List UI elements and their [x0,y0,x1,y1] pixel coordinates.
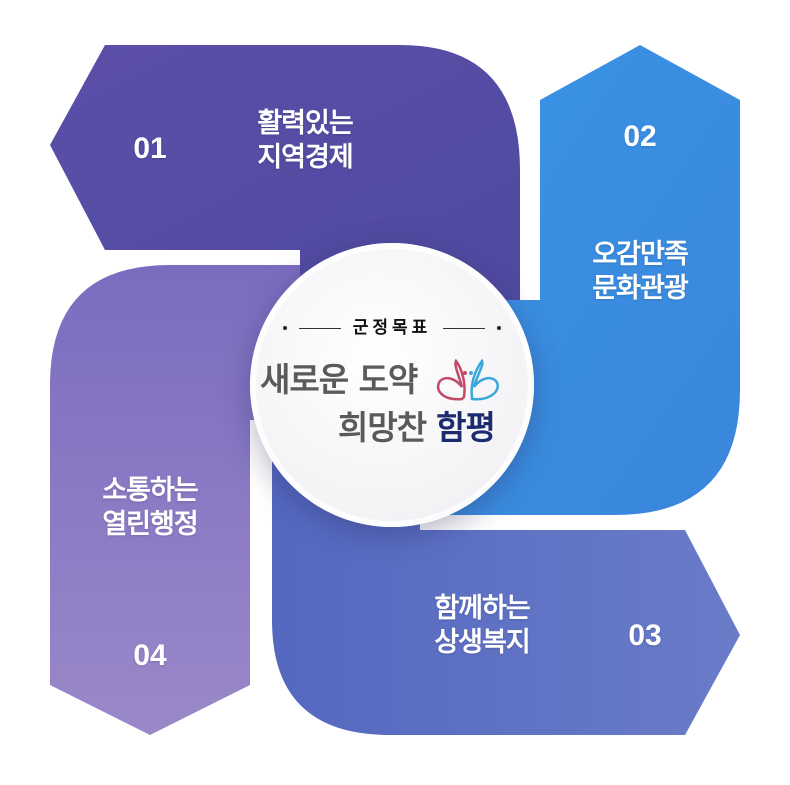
slogan-hopeful: 희망찬 [338,408,427,447]
goal-01-line2: 지역경제 [257,141,353,173]
butterfly-logo-icon [436,358,499,400]
divider-right [443,327,486,329]
slogan-line1-text: 새로운 도약 [260,360,418,399]
dot-left [282,326,287,330]
goal-02-line1: 오감만족 [592,239,688,270]
goal-03-shape [272,460,740,735]
slogan-line1: 새로운 도약 [260,353,504,405]
goal-03-line1: 함께하는 [434,593,530,624]
goal-02-number: 02 [623,120,657,153]
goal-01-label: 활력있는 지역경제 [215,107,395,175]
center-heading: 군정목표 [352,318,432,338]
goal-03-label: 함께하는 상생복지 [392,592,572,660]
goal-03-line2: 상생복지 [434,626,530,658]
goal-02-line2: 문화관광 [592,272,688,304]
goal-01-number: 01 [133,132,167,165]
goal-01-shape [50,45,520,300]
slogan-hampyeong: 함평 [436,408,496,447]
goal-04-line1: 소통하는 [102,475,198,506]
goal-02-label: 오감만족 문화관광 [550,238,730,306]
goal-04-label: 소통하는 열린행정 [60,474,240,542]
divider-left [298,327,341,329]
center-heading-row: 군정목표 [250,313,534,338]
goal-04-line2: 열린행정 [102,508,198,540]
dot-right [497,326,502,330]
goal-03-number: 03 [628,619,662,652]
goal-01-line1: 활력있는 [257,108,353,139]
goal-04-shape [50,265,300,735]
goal-04-number: 04 [133,639,167,672]
